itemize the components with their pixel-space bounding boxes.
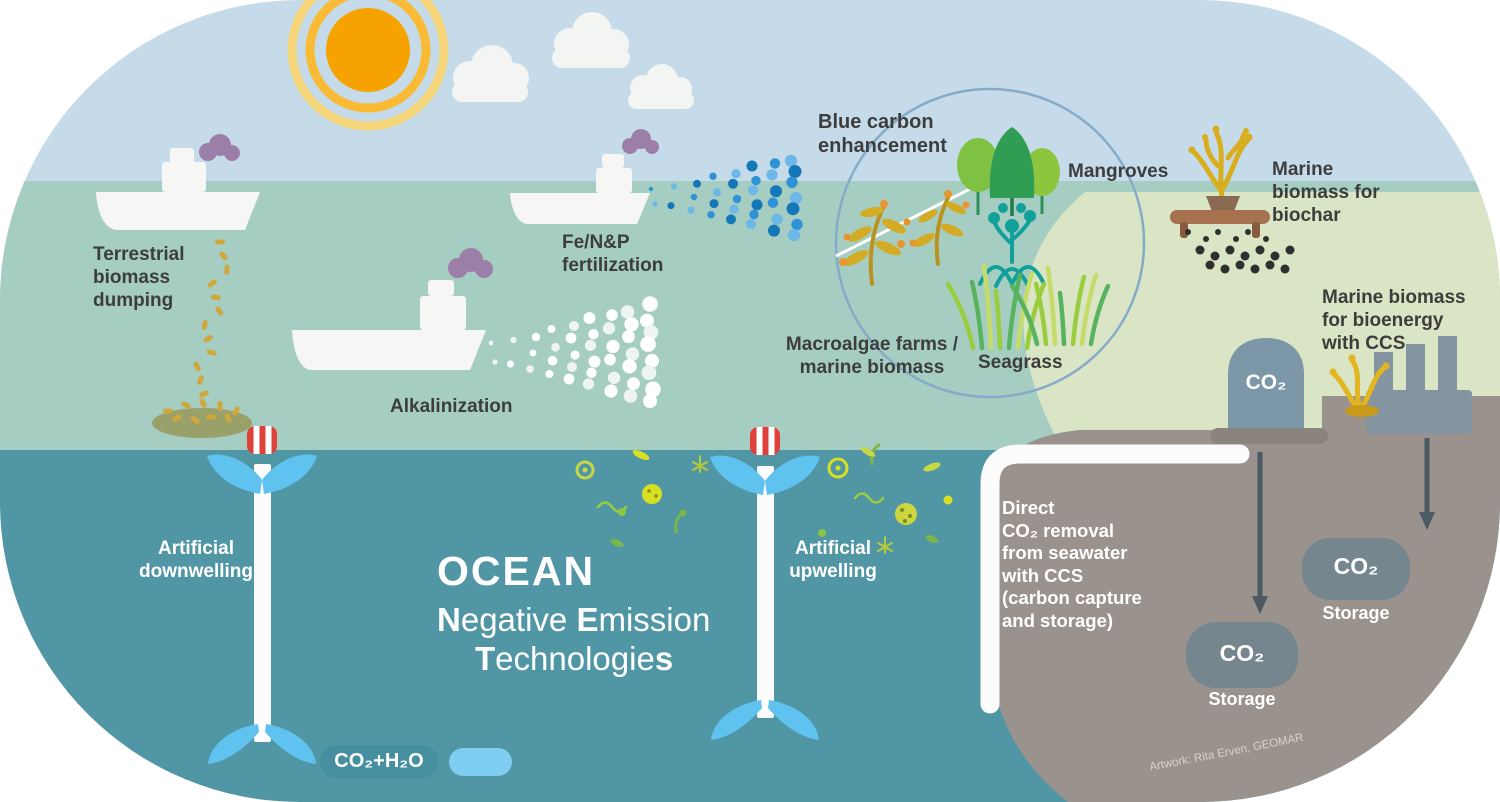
biomass-pellets-icon: [163, 239, 240, 425]
label-direct-co2-removal: Direct CO₂ removal from seawater with CC…: [1002, 497, 1142, 631]
upwelling-pipe-icon: [710, 427, 820, 740]
cloud-icon: [452, 12, 694, 109]
sediment: [990, 430, 1500, 802]
co2-tank-label: CO₂: [1245, 371, 1287, 394]
alkalinization-spray-icon: [488, 296, 661, 408]
fertilization-spray-icon: [648, 154, 803, 242]
smoke-icon: [622, 129, 659, 154]
label-blue-carbon-enhancement: Blue carbon enhancement: [818, 111, 947, 158]
label-seagrass: Seagrass: [978, 352, 1063, 373]
co2-h2o-label: CO₂+H₂O: [334, 750, 424, 772]
stilt-mangrove-icon: [978, 218, 1046, 288]
label-macroalgae-farms: Macroalgae farms / marine biomass: [785, 334, 959, 379]
smoke-icon: [199, 134, 240, 161]
arrow-down-icon: [1252, 438, 1435, 614]
smoke-icon: [448, 248, 493, 278]
storage-blob-icon: [1302, 538, 1410, 600]
co2-h2o-pill: CO₂+H₂O: [320, 745, 438, 778]
label-artificial-upwelling: Artificial upwelling: [789, 538, 877, 583]
factory-icon: [1366, 336, 1472, 434]
direct-removal-pipe-icon: [980, 444, 1250, 714]
title-line2: Negative Emission: [437, 601, 711, 638]
downwelling-pipe-icon: [207, 426, 317, 764]
bioenergy-algae-icon: [1329, 354, 1390, 417]
plankton-icon: [575, 443, 953, 554]
mangroves-icon: [957, 127, 1060, 288]
label-alkalinization: Alkalinization: [390, 396, 513, 417]
main-title: OCEAN Negative Emission Technologies: [437, 548, 710, 679]
blue-carbon-circle-icon: [834, 87, 1146, 399]
co2-storage-right-label: CO₂: [1333, 553, 1379, 579]
title-ocean: OCEAN: [437, 548, 596, 594]
biochar-icon: [1170, 125, 1295, 274]
water-blob-icon: [449, 748, 512, 776]
co2-tank-icon: [1210, 338, 1328, 444]
label-terrestrial-biomass-dumping: Terrestrial biomass dumping: [93, 244, 185, 312]
storage-left-caption: Storage: [1208, 689, 1276, 709]
label-mangroves: Mangroves: [1068, 161, 1169, 182]
ship-fertilization-icon: [510, 129, 659, 224]
ship-terrestrial-dumping-icon: [96, 134, 260, 230]
storage-right-caption: Storage: [1322, 603, 1390, 623]
title-line3: Technologies: [475, 639, 674, 677]
co2-storage-left-label: CO₂: [1219, 640, 1265, 666]
label-fertilization: Fe/N&P fertilization: [562, 232, 664, 277]
label-marine-biomass-for-biochar: Marine biomass for biochar: [1272, 159, 1380, 227]
label-artificial-downwelling: Artificial downwelling: [139, 538, 253, 583]
storage-blob-icon: [1186, 622, 1298, 688]
ship-alkalinization-icon: [292, 248, 493, 370]
seagrass-icon: [945, 263, 1111, 351]
sun-icon: [287, 0, 449, 131]
macroalgae-icon: [835, 186, 973, 286]
label-marine-biomass-bioenergy: Marine biomass for bioenergy with CCS: [1322, 287, 1466, 355]
